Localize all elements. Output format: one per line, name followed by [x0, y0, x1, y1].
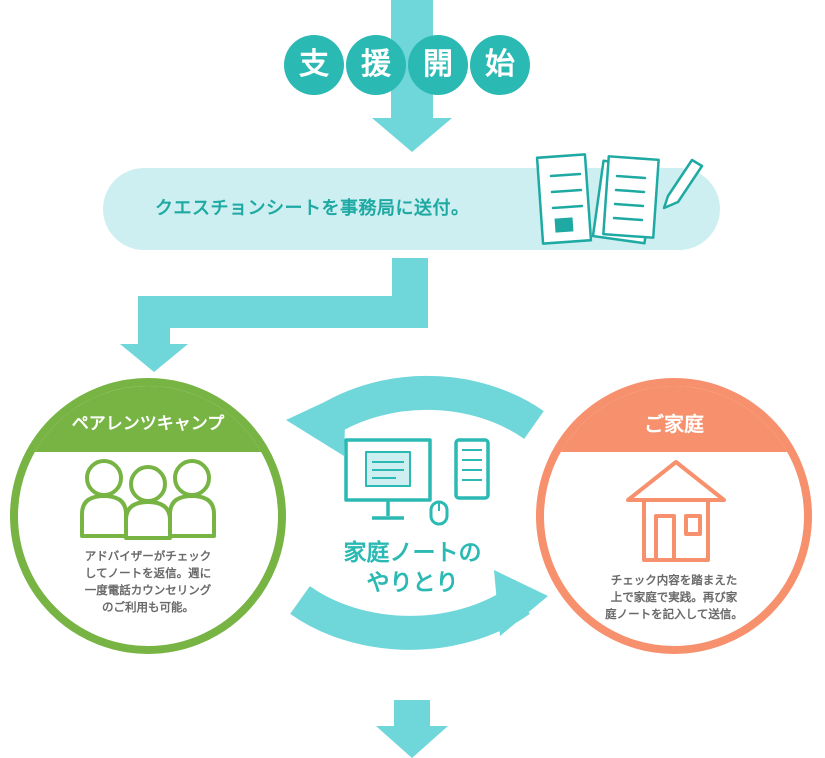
home-desc-line-3: 庭ノートを記入して送信。: [605, 607, 743, 621]
home-node: ご家庭: [536, 378, 812, 654]
title-char-4: 始: [470, 35, 530, 95]
step1-text: クエスチョンシートを事務局に送付。: [155, 198, 470, 219]
parents-camp-desc-line-4: のご利用も可能。: [102, 600, 194, 614]
cycle-arc-top: [310, 375, 544, 440]
title-char-1: 支: [284, 35, 344, 95]
cycle-arc-bottom: [290, 585, 530, 650]
arrow-head-down-1: [372, 118, 452, 152]
cycle-arrow-left: [286, 392, 346, 456]
title-char-3: 開: [408, 35, 468, 95]
home-description: チェック内容を踏まえた 上で家庭で実践。再び家 庭ノートを記入して送信。: [584, 572, 764, 623]
arrow-head-down-3: [376, 726, 448, 758]
title-char-2: 援: [346, 35, 406, 95]
arrow-head-down-2: [120, 344, 188, 372]
connector-bottom: [394, 700, 430, 728]
cycle-label-line-1: 家庭ノートの: [343, 540, 482, 566]
cycle-label: 家庭ノートの やりとり: [300, 538, 525, 598]
home-desc-line-2: 上で家庭で実践。再び家: [610, 590, 738, 604]
parents-camp-title: ペアレンツキャンプ: [18, 386, 278, 452]
connector-elbow-down: [138, 296, 170, 344]
home-desc-line-1: チェック内容を踏まえた: [610, 573, 738, 587]
cycle-label-line-2: やりとり: [366, 570, 459, 596]
parents-camp-desc-line-1: アドバイザーがチェック: [84, 549, 212, 563]
connector-elbow-horizontal: [138, 296, 428, 328]
parents-camp-description: アドバイザーがチェック してノートを返信。週に 一度電話カウンセリング のご利用…: [58, 548, 238, 616]
home-title: ご家庭: [544, 386, 804, 452]
parents-camp-node: ペアレンツキャンプ: [10, 378, 286, 654]
parents-camp-desc-line-3: 一度電話カウンセリング: [84, 583, 212, 597]
cycle-arrow-right: [494, 570, 548, 636]
parents-camp-desc-line-2: してノートを返信。週に: [84, 566, 212, 580]
